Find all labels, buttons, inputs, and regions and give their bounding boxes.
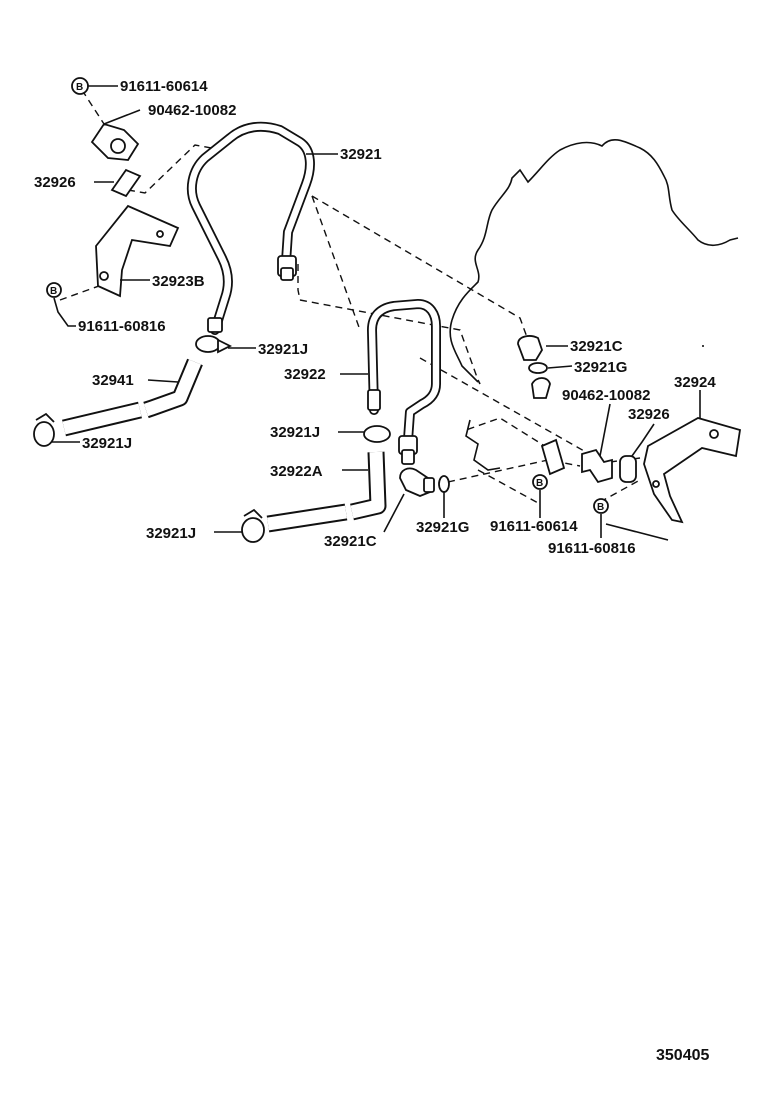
label-union-c-lower: 32921C	[324, 533, 377, 550]
pipe-32922[interactable]	[367, 299, 441, 465]
label-bolt-right-upper: 91611-60614	[490, 518, 578, 535]
label-hose-32922a: 32922A	[270, 463, 323, 480]
bolt-badge-top: B	[71, 77, 89, 95]
tube-right-segment[interactable]	[540, 438, 566, 476]
label-clamp-right: 90462-10082	[562, 387, 650, 404]
clamp-32921j-lower[interactable]	[241, 508, 265, 543]
label-union-c-right: 32921C	[570, 338, 623, 355]
union-32921c-lower[interactable]	[399, 467, 435, 497]
label-bolt-top: 91611-60614	[120, 78, 208, 95]
sleeve-left[interactable]	[110, 168, 142, 198]
label-clamp-j-left: 32921J	[82, 435, 132, 452]
gasket-32921g-right[interactable]	[528, 362, 548, 374]
hose-32922a[interactable]	[266, 451, 387, 533]
svg-text:B: B	[536, 478, 543, 489]
clamp-32921j-upper[interactable]	[195, 335, 233, 354]
transmission-outline	[299, 138, 739, 471]
bracket-32923b[interactable]	[95, 204, 180, 298]
pipe-32921[interactable]	[186, 121, 315, 335]
label-bolt-left: 91611-60816	[78, 318, 166, 335]
bolt-badge-left: B	[46, 282, 62, 298]
label-sleeve-right: 32926	[628, 406, 670, 423]
label-bracket-32924: 32924	[674, 374, 716, 391]
bracket-32924[interactable]	[643, 417, 742, 524]
label-bracket-b: 32923B	[152, 273, 205, 290]
clamp-right[interactable]	[581, 448, 613, 484]
gasket-32921g-lower[interactable]	[438, 475, 450, 493]
label-clamp-top: 90462-10082	[148, 102, 236, 119]
label-gasket-g-right: 32921G	[574, 359, 627, 376]
label-bolt-right-lower: 91611-60816	[548, 540, 636, 557]
sleeve-right[interactable]	[619, 455, 637, 483]
label-leaders	[52, 85, 701, 541]
part-labels: 91611-60614 90462-10082 32921 32926 3292…	[34, 78, 716, 1064]
hose-32941[interactable]	[62, 358, 203, 437]
svg-text:B: B	[597, 502, 604, 513]
clamp-top-left[interactable]	[90, 122, 140, 161]
bolt-badge-right-upper: B	[532, 474, 548, 490]
label-sleeve-left: 32926	[34, 174, 76, 191]
figure-code: 350405	[656, 1047, 709, 1064]
label-pipe-32922: 32922	[284, 366, 326, 383]
label-clamp-j-middle: 32921J	[270, 424, 320, 441]
bolt-badge-right-lower: B	[593, 498, 609, 514]
label-gasket-g-lower: 32921G	[416, 519, 469, 536]
clamp-32921j-middle[interactable]	[363, 425, 391, 443]
svg-text:B: B	[50, 286, 57, 297]
label-hose-32941: 32941	[92, 372, 134, 389]
union-32921c-right[interactable]	[517, 335, 543, 361]
clamp-32921j-left[interactable]	[33, 412, 55, 447]
label-clamp-j-lower: 32921J	[146, 525, 196, 542]
label-pipe-main: 32921	[340, 146, 382, 163]
svg-text:B: B	[76, 82, 83, 93]
label-clamp-j-upper: 32921J	[258, 341, 308, 358]
sleeve-right-small[interactable]	[531, 377, 551, 399]
